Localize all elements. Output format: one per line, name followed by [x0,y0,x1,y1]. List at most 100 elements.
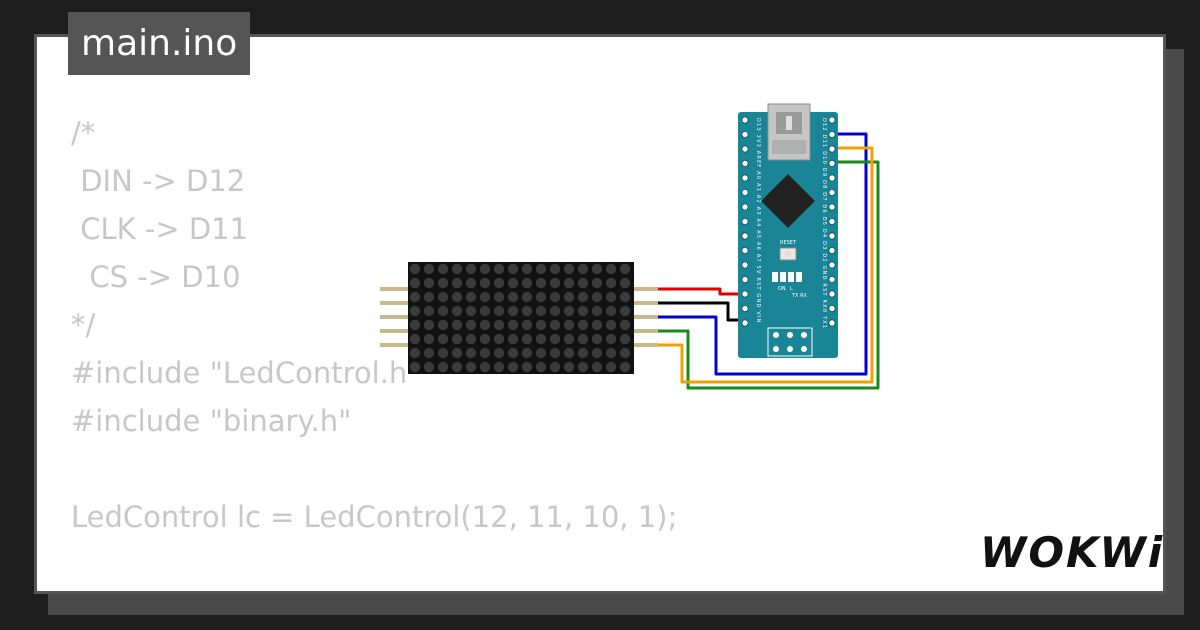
code-line: #include "binary.h" [71,404,352,438]
led-dot [535,347,547,359]
wire-gnd [658,301,745,322]
pin-hole[interactable] [741,188,749,197]
led-dot [437,291,449,303]
led-dot [605,291,617,303]
pin-hole[interactable] [741,319,749,327]
led-dot [465,319,477,331]
led-dot [549,291,561,303]
pin-hole[interactable] [741,130,749,139]
led-dot [521,291,533,303]
pin-hole[interactable] [828,290,836,298]
led-dot [507,263,519,275]
led-dot [465,291,477,303]
led-dot [563,291,575,303]
led-dot [619,319,631,331]
l-label: L [790,286,793,292]
pin-hole[interactable] [741,159,749,168]
led-dot [577,291,589,303]
led-dot [577,333,589,345]
led-dot [451,291,463,303]
pin-hole[interactable] [741,290,749,298]
led-dot [451,305,463,317]
led-dot [507,333,519,345]
led-dot [479,263,491,275]
led-dot [591,263,603,275]
wire-din [658,132,868,376]
file-tab[interactable]: main.ino [68,12,251,75]
left-pin-header [741,116,749,327]
led-dot [563,319,575,331]
led-dot [591,291,603,303]
pin-hole[interactable] [828,203,836,211]
pin-hole[interactable] [828,319,836,327]
pin-hole[interactable] [828,130,836,139]
wokwi-logo: WOKWi [980,528,1165,577]
led-dot [549,361,561,373]
led-dot [619,361,631,373]
led-dot [451,361,463,373]
led-dot [451,277,463,289]
led-dot [591,277,603,289]
pin-hole[interactable] [741,261,749,269]
led-dot [423,277,435,289]
pin-hole[interactable] [828,232,836,240]
code-line: DIN -> D12 [71,164,246,198]
led-dot [605,333,617,345]
pin-hole[interactable] [741,246,749,255]
led-dot [619,263,631,275]
led-dot [605,277,617,289]
led-dot [577,277,589,289]
arduino-nano[interactable]: RESET ON L TX RX D13 3V3 AREF A0 A1 A2 A… [738,103,838,358]
pin-hole[interactable] [741,174,749,182]
led-dot [507,305,519,317]
pin-hole[interactable] [828,246,836,255]
led-dot [591,305,603,317]
usb-connector [767,103,811,161]
pin-hole[interactable] [828,116,836,124]
pin-hole[interactable] [828,275,836,284]
wire-cs [658,160,880,390]
wire-clk [658,146,874,384]
pin-hole[interactable] [828,217,836,226]
pin-hole[interactable] [741,304,749,313]
pin-hole[interactable] [741,116,749,124]
led-dot [409,263,421,275]
pin-hole[interactable] [828,188,836,197]
led-dot [619,277,631,289]
pin-hole[interactable] [828,145,836,153]
led-dot [619,333,631,345]
led-dot [465,305,477,317]
pin-hole[interactable] [828,174,836,182]
led-dot [507,319,519,331]
pin-hole[interactable] [741,145,749,153]
pin-hole[interactable] [741,203,749,211]
led-dot [423,263,435,275]
led-dot [465,277,477,289]
led-dot [507,361,519,373]
pin-hole[interactable] [741,232,749,240]
pin-hole[interactable] [828,159,836,168]
led-dot [577,319,589,331]
led-dot [409,277,421,289]
txrx-label: TX RX [791,293,808,299]
led-dot [409,333,421,345]
pin-hole[interactable] [741,217,749,226]
led-dot [535,277,547,289]
led-dot [437,277,449,289]
led-dot [479,291,491,303]
led-dot [479,361,491,373]
led-dot [451,319,463,331]
on-label: ON [778,286,786,292]
led-dot [423,305,435,317]
pin-hole[interactable] [828,304,836,313]
reset-label: RESET [780,240,797,246]
pin-hole[interactable] [741,275,749,284]
led-dot [409,361,421,373]
led-dot [563,361,575,373]
wires [658,132,880,390]
led-dot [479,277,491,289]
led-matrix[interactable] [380,262,658,374]
led-dot [535,319,547,331]
pin-hole[interactable] [828,261,836,269]
